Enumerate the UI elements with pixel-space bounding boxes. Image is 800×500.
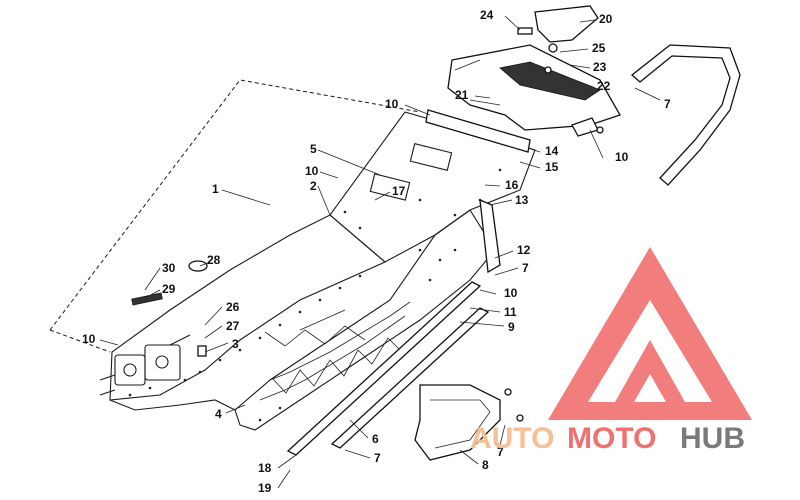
callout-12: 12 <box>517 243 531 257</box>
grab-handle-part <box>534 5 599 43</box>
callout-10-deck: 10 <box>305 164 319 178</box>
running-board-truss <box>259 301 411 401</box>
clip-part <box>517 27 533 35</box>
callout-6: 6 <box>372 432 379 446</box>
callout-15: 15 <box>545 160 559 174</box>
callout-10-rail: 10 <box>504 286 518 300</box>
brand-text-auto: AUTO <box>470 422 554 455</box>
callout-2: 2 <box>310 179 317 193</box>
callout-24: 24 <box>480 8 494 22</box>
callout-23: 23 <box>593 60 607 74</box>
decal-part <box>131 292 163 306</box>
callout-10-bracket: 10 <box>615 150 629 164</box>
tunnel-assembly <box>49 79 536 431</box>
fastener-part <box>197 345 207 357</box>
callout-28: 28 <box>207 253 221 267</box>
watermark-logo <box>548 247 752 420</box>
brand-text-moto: MOTO <box>567 422 656 455</box>
callout-7-rail: 7 <box>522 261 529 275</box>
callout-11: 11 <box>504 305 517 319</box>
callout-3: 3 <box>232 337 239 351</box>
callout-5: 5 <box>310 142 317 156</box>
rivet-holes <box>128 168 502 422</box>
callout-25: 25 <box>592 41 606 55</box>
slide-rail-parts <box>286 198 501 456</box>
callout-10-front: 10 <box>82 332 96 346</box>
watermark-brand: AUTO MOTO HUB <box>470 422 745 455</box>
callout-16: 16 <box>505 178 519 192</box>
callout-17: 17 <box>392 184 406 198</box>
callout-7-plate: 7 <box>497 445 504 459</box>
callout-8: 8 <box>482 458 489 472</box>
callout-4: 4 <box>215 407 222 421</box>
leader-lines <box>99 15 661 489</box>
callout-27: 27 <box>226 319 240 333</box>
callout-21: 21 <box>455 88 469 102</box>
callout-20: 20 <box>599 12 613 26</box>
callout-7-slide: 7 <box>374 451 381 465</box>
callout-26: 26 <box>226 300 240 314</box>
seat-part <box>447 44 621 131</box>
callout-30: 30 <box>162 261 176 275</box>
callout-10-top: 10 <box>385 97 399 111</box>
callout-22: 22 <box>597 79 611 93</box>
hardware-parts <box>131 27 604 422</box>
callout-1: 1 <box>212 182 219 196</box>
grommet-part <box>188 260 208 272</box>
callout-13: 13 <box>515 193 529 207</box>
callout-14: 14 <box>545 144 559 158</box>
rear-bumper-part <box>630 44 741 186</box>
callout-9: 9 <box>508 320 515 334</box>
callout-labels: 1 2 3 5 4 6 7 7 7 7 8 9 10 10 10 10 10 1… <box>82 8 671 495</box>
protector-plate-part <box>414 384 501 461</box>
callout-19: 19 <box>258 481 272 495</box>
callout-7-rear-bumper: 7 <box>664 97 671 111</box>
callout-18: 18 <box>258 461 272 475</box>
callout-29: 29 <box>162 282 176 296</box>
rear-bracket-part <box>425 109 599 153</box>
front-bracket-cluster <box>99 334 191 396</box>
brand-text-hub: HUB <box>680 422 745 455</box>
